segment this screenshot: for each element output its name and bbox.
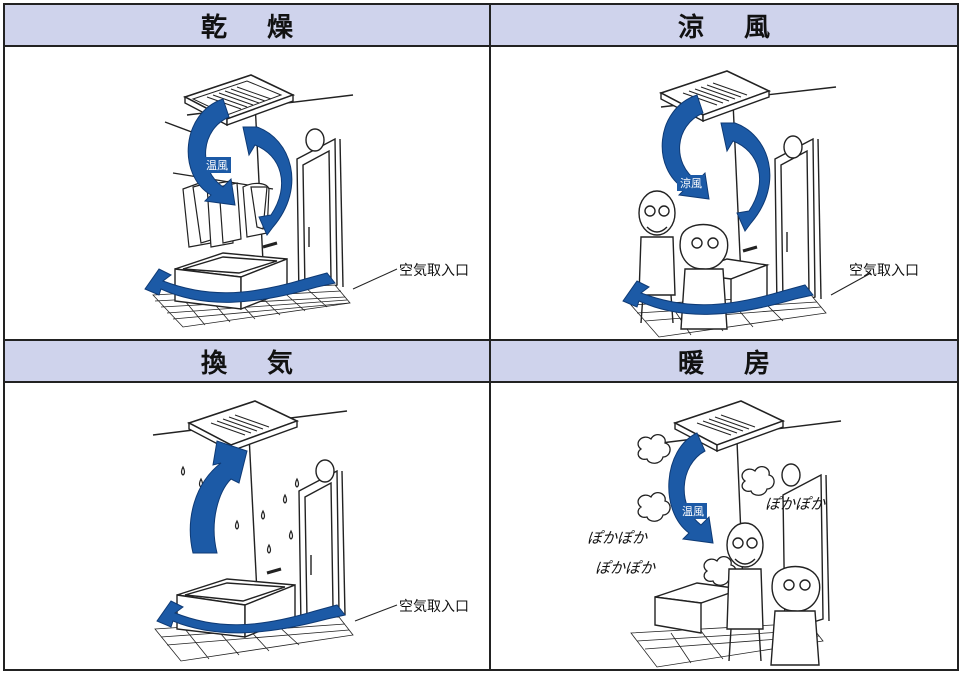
panel-vent-intake-label: 空気取入口 [399,599,469,615]
ceiling-fan-unit-icon [186,400,300,453]
panel-cool: 涼風 [491,5,957,339]
panel-cool-illustration: 涼風 空気取入口 [491,47,957,339]
panel-vent-illustration: 空気取入口 [5,383,489,669]
panel-heat-sfx-1: ぽかぽか [587,529,648,547]
panel-heat-illustration: ぽかぽか ぽかぽか ぽかぽか [491,383,957,669]
panel-vent: 換気 [5,341,489,669]
elderly-man-icon [726,522,764,662]
panel-heat: 暖房 [491,341,957,669]
elderly-man-icon [638,190,676,324]
ceiling-fan-unit-icon [672,400,786,453]
steam-cloud-icon [637,433,775,586]
panel-heat-arrow-label: 温風 [682,505,704,518]
panel-cool-intake-label: 空気取入口 [849,263,919,279]
panel-drying-arrow-label: 温風 [206,159,228,172]
panel-drying-title: 乾燥 [200,12,333,43]
panel-heat-header: 暖房 [491,341,957,383]
panel-heat-title: 暖房 [677,348,810,379]
panel-vent-header: 換気 [5,341,489,383]
panel-heat-sfx-2: ぽかぽか [765,495,826,513]
panel-cool-arrow-label: 涼風 [680,176,702,190]
vertical-divider [489,5,491,669]
panel-heat-sfx-3: ぽかぽか [595,559,656,577]
panel-cool-header: 涼風 [491,5,957,47]
panel-cool-title: 涼風 [677,12,810,43]
horizontal-divider [5,339,957,341]
panel-vent-title: 換気 [200,348,333,379]
panel-drying-intake-label: 空気取入口 [399,263,469,279]
panel-drying-illustration: 温風 空気取入口 [5,47,489,339]
panel-drying-header: 乾燥 [5,5,489,47]
elderly-woman-icon [770,565,821,666]
mode-grid: 乾燥 [3,3,959,671]
panel-drying: 乾燥 [5,5,489,339]
